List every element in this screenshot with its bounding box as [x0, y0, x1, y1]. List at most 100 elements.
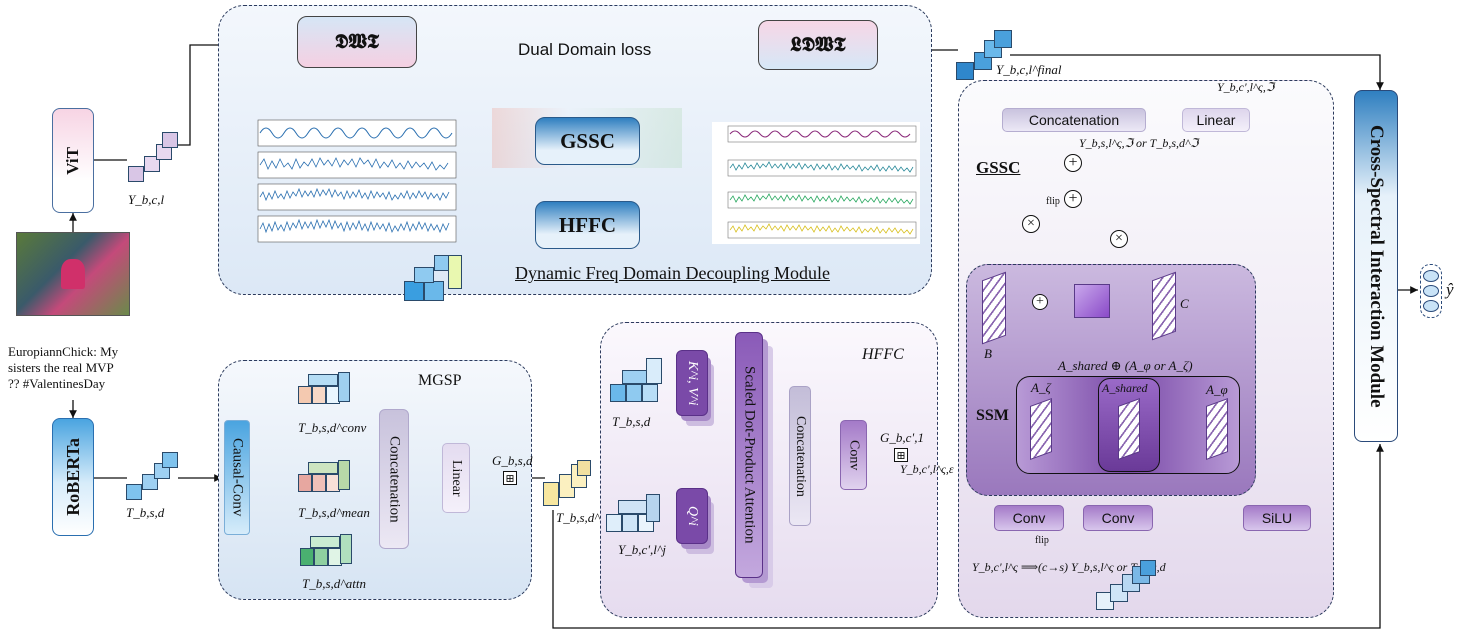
- mgsp-linear-block: Linear: [442, 443, 470, 513]
- vit-encoder: ViT: [52, 108, 94, 213]
- hffc-concat-block: Concatenation: [789, 386, 811, 526]
- output-node-3: [1423, 300, 1439, 312]
- hffc-block-label: HFFC: [558, 212, 617, 237]
- add-node-mid: +: [1064, 190, 1082, 208]
- attn-branch-cube: [300, 534, 352, 576]
- ldwt-block: 𝕷𝕯𝖂𝕿: [758, 20, 878, 70]
- kv-label: K^i, V^i: [685, 360, 700, 406]
- add-node-top: +: [1064, 154, 1082, 172]
- gssc-linear-label: Linear: [1196, 112, 1236, 128]
- hffc-t-label: T_b,s,d: [612, 414, 651, 429]
- vit-label: ViT: [63, 146, 82, 175]
- t-mean-label: T_b,s,d^mean: [298, 505, 370, 520]
- a-phi-matrix: [1206, 397, 1228, 461]
- output-signal-plot: [712, 122, 920, 244]
- a-shared-matrix: [1118, 397, 1140, 461]
- hffc-y-out-label: Y_b,c',l^ς,ε: [900, 462, 954, 476]
- hffc-y-label: Y_b,c',l^j: [618, 542, 666, 557]
- roberta-output-label: T_b,s,d: [126, 505, 165, 520]
- mul-node-left: ×: [1022, 215, 1040, 233]
- image-figure: [61, 259, 85, 289]
- hffc-conv-block: Conv: [840, 420, 867, 490]
- q-block: Q^i: [676, 488, 708, 544]
- csim-label: Cross-Spectral Interaction Module: [1366, 124, 1387, 408]
- causal-conv-label: Causal-Conv: [229, 438, 246, 517]
- gssc-concat-block: Concatenation: [1002, 108, 1146, 132]
- final-output-label: Y_b,c,l^final: [996, 62, 1062, 77]
- mgsp-concat-block: Concatenation: [379, 409, 409, 549]
- silu-block: SiLU: [1243, 505, 1311, 531]
- vit-output-label: Y_b,c,l: [128, 192, 165, 207]
- b-label: B: [984, 346, 992, 361]
- gssc-input-cube: [1096, 560, 1158, 612]
- gssc-out-label: Y_b,c',l^ς,ℑ: [1217, 80, 1275, 94]
- conv-branch-cube: [298, 368, 350, 418]
- input-signal-plot: [257, 119, 457, 243]
- ssm-add-node: +: [1032, 294, 1048, 310]
- ldwt-label: 𝕷𝕯𝖂𝕿: [790, 33, 846, 56]
- mgsp-module: [218, 360, 532, 600]
- mul-node-right: ×: [1110, 230, 1128, 248]
- dwt-label: 𝕯𝖂𝕿: [335, 30, 379, 53]
- a-zeta-label: A_ζ: [1031, 380, 1051, 395]
- dwt-block: 𝕯𝖂𝕿: [297, 16, 417, 68]
- ssm-label: SSM: [976, 407, 1009, 424]
- vit-feature-cube: [128, 132, 178, 184]
- mgsp-linear-label: Linear: [449, 459, 464, 497]
- gssc-mid-label: Y_b,s,l^ς,ℑ or T_b,s,d^ℑ: [1079, 136, 1199, 150]
- hffc-sum-node: ⊞: [894, 448, 908, 462]
- c-label: C: [1180, 296, 1189, 311]
- input-image: [16, 232, 130, 316]
- c-matrix: [1152, 271, 1176, 341]
- final-output-cube: [956, 30, 1012, 82]
- a-shared-sum-label: A_shared ⊕ (A_φ or A_ζ): [1058, 358, 1193, 373]
- ts-cube: [543, 460, 593, 510]
- gssc-input-eq: Y_b,c',l^ς ⟹(c→s) Y_b,s,l^ς or T_b,s,d: [972, 560, 1166, 574]
- silu-label: SiLU: [1261, 510, 1293, 526]
- hffc-title: HFFC: [862, 346, 904, 363]
- dfdd-title: Dynamic Freq Domain Decoupling Module: [515, 263, 830, 283]
- gssc-conv2-label: Conv: [1101, 510, 1135, 526]
- gssc-concat-label: Concatenation: [1028, 112, 1120, 128]
- mgsp-sum-node: ⊞: [503, 471, 517, 485]
- t-conv-label: T_b,s,d^conv: [298, 420, 367, 435]
- tweet-text: EuropiannChick: My sisters the real MVP …: [8, 344, 119, 391]
- roberta-feature-cube: [126, 452, 178, 502]
- g-label: G_b,s,d: [492, 453, 533, 468]
- roberta-encoder: RoBERTa: [52, 418, 94, 536]
- a-shared-label: A_shared: [1102, 381, 1148, 395]
- q-label: Q^i: [685, 506, 700, 526]
- gssc-title: GSSC: [976, 158, 1021, 177]
- mean-branch-cube: [298, 456, 350, 504]
- output-node-2: [1423, 285, 1439, 297]
- hffc-concat-label: Concatenation: [793, 415, 808, 497]
- attention-label: Scaled Dot-Product Attention: [741, 366, 758, 544]
- output-nodes: [1420, 264, 1442, 318]
- csim-block: Cross-Spectral Interaction Module: [1354, 90, 1398, 442]
- gssc-block-label: GSSC: [560, 128, 615, 153]
- hffc-t-cube: [610, 358, 662, 410]
- output-signal-panels: [712, 122, 920, 244]
- a-zeta-matrix: [1030, 397, 1052, 461]
- state-block: [1074, 284, 1110, 318]
- gssc-block: GSSC: [535, 117, 640, 165]
- dual-domain-loss-label: Dual Domain loss: [518, 40, 652, 59]
- roberta-label: RoBERTa: [62, 438, 83, 516]
- mgsp-concat-label: Concatenation: [386, 435, 403, 523]
- t-attn-label: T_b,s,d^attn: [302, 576, 366, 591]
- hffc-conv-label: Conv: [846, 439, 862, 471]
- a-phi-label: A_φ: [1206, 382, 1228, 397]
- hffc-block: HFFC: [535, 201, 640, 249]
- output-node-1: [1423, 270, 1439, 282]
- gssc-conv1-label: Conv: [1012, 510, 1046, 526]
- input-signal-panels: [252, 118, 458, 246]
- hffc-y-cube: [606, 494, 662, 540]
- prediction-label: ŷ: [1446, 280, 1454, 299]
- kv-block: K^i, V^i: [676, 350, 708, 416]
- b-matrix: [982, 271, 1006, 345]
- flip-label-top: flip: [1046, 196, 1060, 207]
- dfdd-feature-cube: [404, 255, 466, 307]
- gssc-conv2-block: Conv: [1083, 505, 1153, 531]
- gssc-conv1-block: Conv: [994, 505, 1064, 531]
- mgsp-title: MGSP: [418, 372, 462, 389]
